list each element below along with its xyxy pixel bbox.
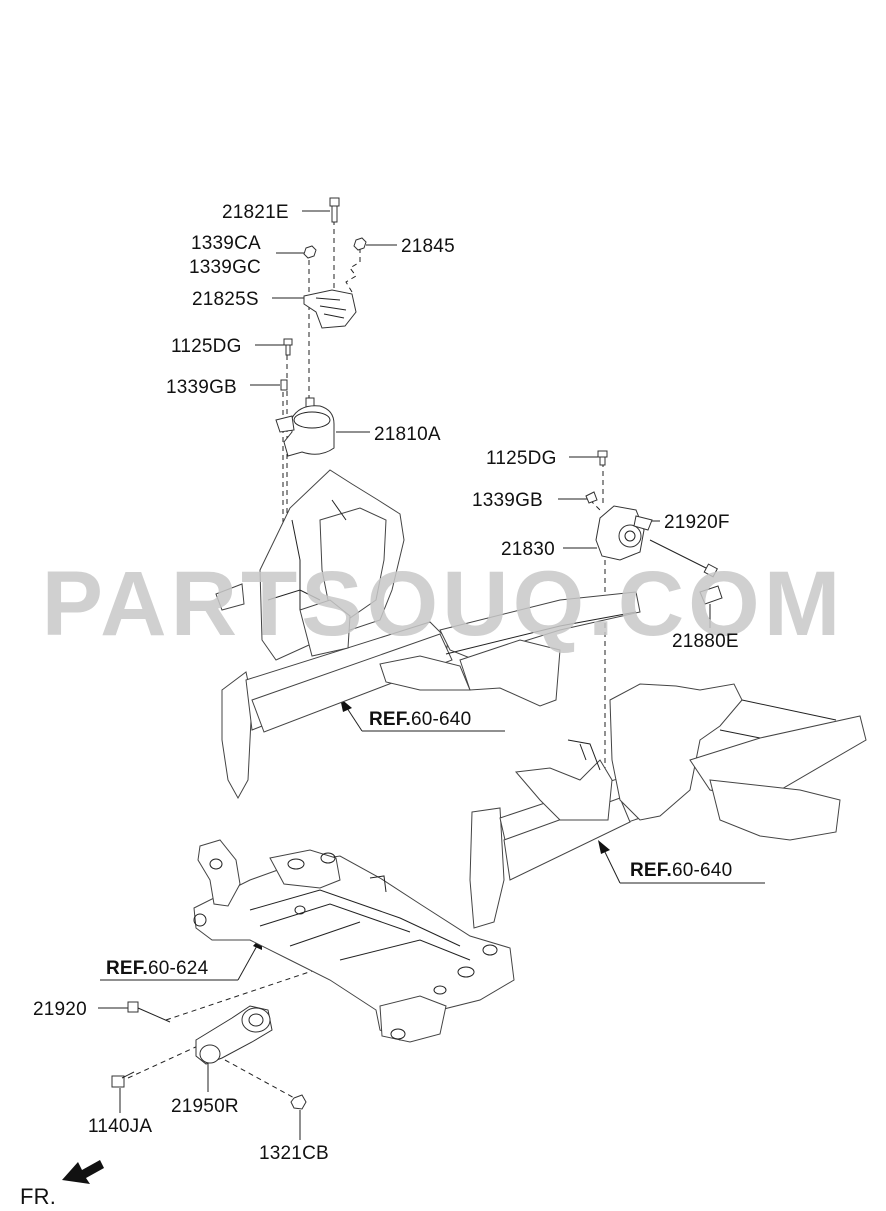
- part-label-1339CA[interactable]: 1339CA: [191, 233, 261, 254]
- ref-number: 60-640: [410, 709, 472, 730]
- right-side-member: [469, 683, 867, 929]
- transmission-mount: [595, 505, 653, 561]
- part-label-1140JA[interactable]: 1140JA: [88, 1116, 153, 1137]
- part-label-1339GB[interactable]: 1339GB: [166, 377, 237, 398]
- left-side-member: [215, 469, 641, 800]
- leader-lines: [98, 210, 765, 1140]
- bolt-icon: [283, 338, 293, 356]
- part-label-21950R[interactable]: 21950R: [171, 1096, 239, 1117]
- part-label-21845[interactable]: 21845: [401, 236, 455, 257]
- part-label-21821E[interactable]: 21821E: [222, 202, 289, 223]
- ref-label[interactable]: REF.60-640: [630, 861, 732, 880]
- ref-label[interactable]: REF.60-640: [369, 710, 471, 729]
- long-bolt-icon: [649, 539, 718, 578]
- nut-icon: [353, 237, 367, 251]
- ref-prefix: REF.: [630, 860, 672, 881]
- ref-label[interactable]: REF.60-624: [106, 959, 208, 978]
- part-label-21880E[interactable]: 21880E: [672, 631, 739, 652]
- part-label-21920F[interactable]: 21920F: [664, 512, 730, 533]
- ref-prefix: REF.: [369, 709, 411, 730]
- part-label-21830[interactable]: 21830: [501, 539, 555, 560]
- front-arrow-icon: [62, 1160, 104, 1184]
- front-orientation-label: FR.: [20, 1184, 57, 1209]
- nut-icon: [303, 245, 317, 259]
- nut-icon: [290, 1094, 307, 1110]
- bolt-icon: [111, 1071, 135, 1088]
- ref-number: 60-624: [147, 958, 209, 979]
- roll-rod-mount: [195, 1005, 273, 1065]
- washer-icon: [585, 491, 598, 504]
- washer-icon: [280, 379, 288, 391]
- watermark: PARTSOUQ.COM: [41, 553, 845, 655]
- mount-bracket: [303, 289, 357, 329]
- part-label-21920[interactable]: 21920: [33, 999, 87, 1020]
- bolt-icon: [127, 1001, 171, 1023]
- part-label-1339GB[interactable]: 1339GB: [472, 490, 543, 511]
- part-label-1339GC[interactable]: 1339GC: [189, 257, 261, 278]
- ref-prefix: REF.: [106, 958, 148, 979]
- part-label-1125DG[interactable]: 1125DG: [171, 336, 242, 357]
- part-label-21810A[interactable]: 21810A: [374, 424, 441, 445]
- part-label-21825S[interactable]: 21825S: [192, 289, 259, 310]
- engine-mount: [275, 397, 335, 457]
- hardware: [111, 197, 723, 1110]
- bolt-icon: [597, 450, 608, 466]
- subframe: [193, 839, 515, 1043]
- bracket-icon: [699, 585, 723, 605]
- ref-number: 60-640: [671, 860, 733, 881]
- part-label-1125DG[interactable]: 1125DG: [486, 448, 557, 469]
- bolt-icon: [329, 197, 340, 223]
- part-label-1321CB[interactable]: 1321CB: [259, 1143, 329, 1164]
